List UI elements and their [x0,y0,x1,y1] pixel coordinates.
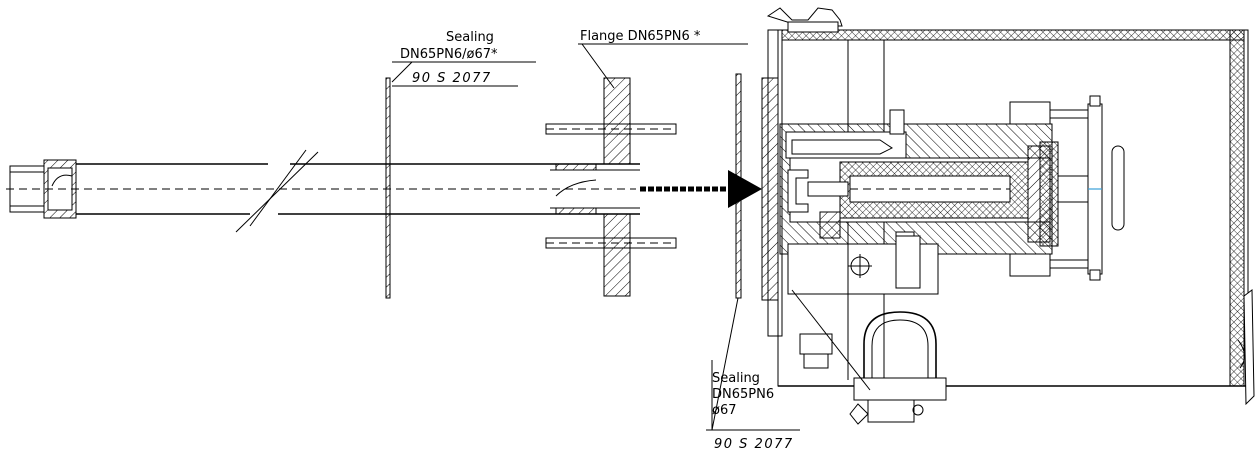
sealing-bottom-part: 90 S 2077 [714,437,794,452]
sealing-left-title: Sealing [446,30,494,45]
sealing-left-spec: DN65PN6/ø67* [400,47,498,62]
flange-label: Flange DN65PN6 * [580,29,701,44]
sealing-gasket-right [735,73,742,299]
sealing-left-part: 90 S 2077 [412,71,492,86]
annotation-sealing-left: Sealing DN65PN6/ø67* 90 S 2077 [391,30,536,87]
sealing-bottom-dia: ø67 [712,403,737,418]
probe-tube [6,149,640,233]
sealing-bottom-spec: DN65PN6 [712,387,774,402]
flange [545,77,677,297]
sealing-bottom-title: Sealing [712,371,760,386]
sealing-gasket-left [385,77,391,299]
insertion-arrow [640,170,762,208]
annotation-sealing-bottom: Sealing DN65PN6 ø67 90 S 2077 [706,297,800,452]
annotation-flange: Flange DN65PN6 * [578,29,748,89]
analyzer-housing [761,7,1255,425]
